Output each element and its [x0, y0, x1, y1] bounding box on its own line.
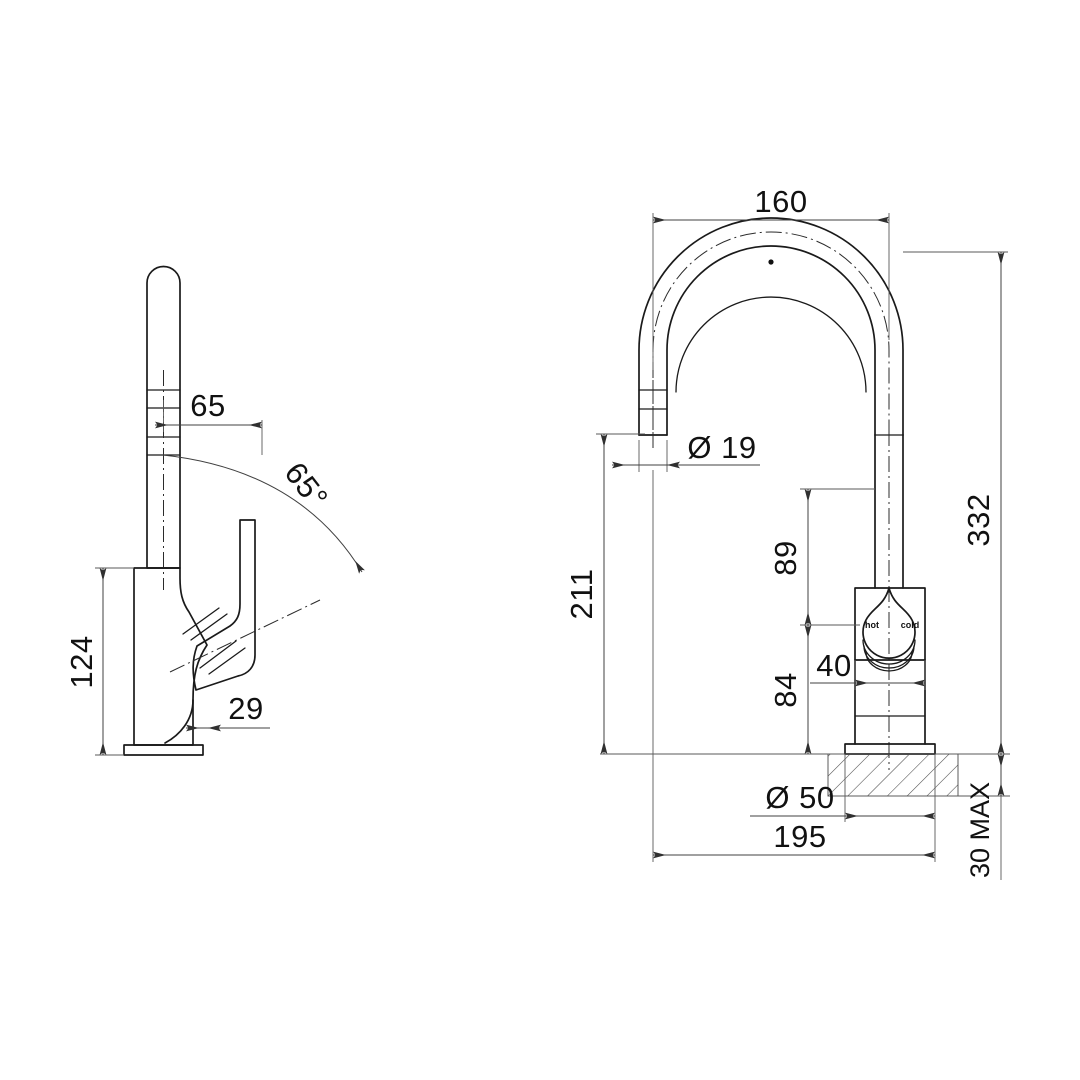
dim-spout-height-211: 211 — [564, 433, 645, 754]
dim-overall-height-332: 332 — [903, 251, 1008, 754]
dim-body-height-84: 84 — [768, 625, 812, 754]
dim-label-211: 211 — [564, 569, 599, 620]
front-arc-apex-point — [768, 259, 774, 265]
dim-label-diameter-19: Ø 19 — [687, 430, 756, 465]
front-base-flange — [844, 743, 936, 755]
dim-handle-height-89: 89 — [768, 488, 875, 626]
front-view-group: hot cold — [564, 184, 1010, 880]
front-lower-shank — [854, 659, 926, 745]
front-gooseneck — [638, 217, 904, 436]
front-spout-outlet — [638, 380, 668, 450]
side-view-group: 65 65° 124 29 — [64, 265, 365, 756]
dim-handle-offset-29: 29 — [186, 691, 270, 732]
dim-overall-width-195: 195 — [652, 470, 936, 862]
dim-spout-span-160: 160 — [652, 184, 890, 370]
dim-label-30-max: 30 MAX — [965, 782, 995, 878]
dim-swivel-angle-65deg: 65° — [162, 454, 365, 574]
front-gooseneck-centerline — [652, 231, 890, 440]
front-handle-assembly: hot cold — [854, 587, 926, 672]
dim-base-diameter-50: Ø 50 — [750, 754, 936, 822]
dim-label-65: 65 — [190, 388, 225, 423]
dim-bench-thickness-30max: 30 MAX — [965, 754, 1005, 880]
front-bench-section — [827, 753, 959, 797]
dim-label-332: 332 — [961, 493, 996, 546]
dim-outlet-diameter-19: Ø 19 — [612, 430, 760, 472]
dim-label-29: 29 — [228, 691, 263, 726]
dim-label-89: 89 — [768, 540, 803, 575]
dim-label-40: 40 — [816, 648, 851, 683]
dim-label-diameter-50: Ø 50 — [765, 780, 834, 815]
side-lever-axis — [169, 599, 321, 673]
dim-handle-width-40: 40 — [810, 648, 926, 690]
dim-body-height-124: 124 — [64, 567, 134, 756]
dim-spout-reach-65: 65 — [155, 388, 263, 455]
dim-label-124: 124 — [64, 635, 99, 688]
dim-label-65-degrees: 65° — [278, 456, 335, 516]
handle-label-cold: cold — [901, 620, 920, 630]
dim-label-160: 160 — [754, 184, 807, 219]
dim-label-195: 195 — [773, 819, 826, 854]
side-body — [133, 567, 208, 746]
side-spout-discharge — [164, 699, 194, 744]
handle-label-hot: hot — [865, 620, 879, 630]
side-base-flange — [123, 744, 204, 756]
dim-label-84: 84 — [768, 672, 803, 707]
side-lever-handle — [182, 519, 256, 691]
